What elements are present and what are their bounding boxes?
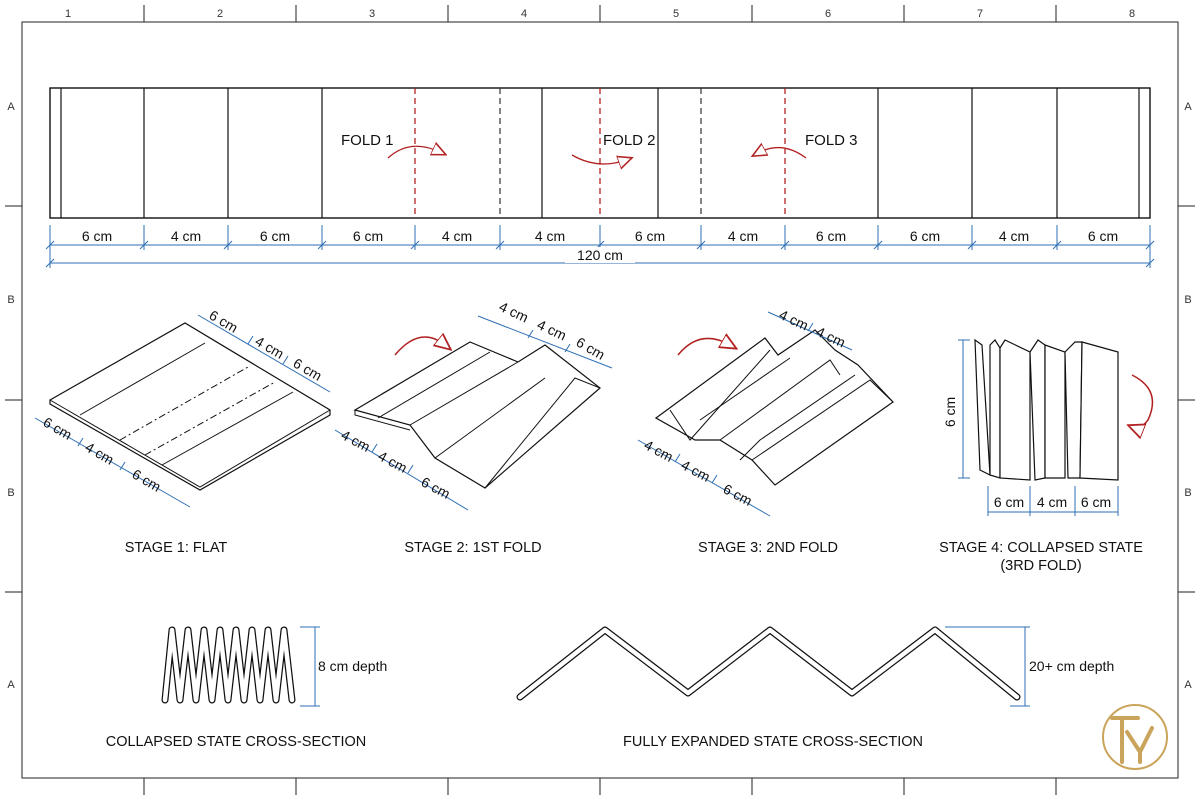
dimension-label: 6 cm <box>130 466 164 495</box>
dimension-label: 4 cm <box>83 439 117 468</box>
fold-label-1: FOLD 1 <box>341 132 394 149</box>
grid-row-label: A <box>7 679 15 691</box>
grid-row-label: B <box>1184 294 1191 306</box>
segment-dimension: 6 cm <box>353 228 383 244</box>
grid-row-label: A <box>7 101 15 113</box>
segment-dimension: 6 cm <box>1088 228 1118 244</box>
grid-row-label: B <box>7 487 14 499</box>
segment-dimension: 6 cm <box>635 228 665 244</box>
grid-col-label: 2 <box>217 8 223 20</box>
grid-row-label: B <box>7 294 14 306</box>
segment-dimension: 6 cm <box>260 228 290 244</box>
dimension-label: 4 cm <box>1037 494 1067 510</box>
strip-dimensions: 6 cm 4 cm 6 cm 6 cm 4 cm 4 cm 6 cm 4 cm … <box>45 225 1155 268</box>
stage-subtitle: (3RD FOLD) <box>1000 558 1081 574</box>
dimension-label: 6 cm <box>207 307 241 336</box>
curved-arrow-icon <box>677 338 730 356</box>
grid-row-label: A <box>1184 679 1192 691</box>
curved-arrow-icon <box>387 146 440 159</box>
segment-dimension: 6 cm <box>816 228 846 244</box>
segment-dimension: 4 cm <box>171 228 201 244</box>
dimension-label: 4 cm <box>253 333 287 362</box>
segment-dimension: 4 cm <box>442 228 472 244</box>
grid-col-label: 4 <box>521 8 527 20</box>
segment-dimension: 4 cm <box>535 228 565 244</box>
grid-col-label: 8 <box>1129 8 1135 20</box>
grid-col-label: 7 <box>977 8 983 20</box>
stage-3-second-fold: 4 cm 4 cm 4 cm 4 cm 6 cm STAGE 3: 2ND FO… <box>637 306 894 556</box>
dimension-label: 4 cm <box>642 437 676 465</box>
section-title: FULLY EXPANDED STATE CROSS-SECTION <box>623 734 923 750</box>
section-title: COLLAPSED STATE CROSS-SECTION <box>106 734 367 750</box>
depth-label: 20+ cm depth <box>1029 658 1114 674</box>
segment-dimension: 6 cm <box>82 228 112 244</box>
grid-col-label: 5 <box>673 8 679 20</box>
grid-col-label: 3 <box>369 8 375 20</box>
fold-label-3: FOLD 3 <box>805 132 858 149</box>
stage-title: STAGE 1: FLAT <box>125 540 228 556</box>
segment-dimension: 4 cm <box>728 228 758 244</box>
collapsed-cross-section: 8 cm depth COLLAPSED STATE CROSS-SECTION <box>106 626 387 750</box>
grid-col-label: 6 <box>825 8 831 20</box>
dimension-label: 6 cm <box>1081 494 1111 510</box>
dimension-label: 4 cm <box>535 316 569 343</box>
stage-2-first-fold: 4 cm 4 cm 6 cm 4 cm 4 cm 6 cm STAGE 2: 1… <box>334 298 613 556</box>
drawing-frame: 1 2 3 4 5 6 7 8 A B B A A B B A <box>5 5 1195 795</box>
curved-arrow-icon <box>571 154 626 164</box>
flat-strip: FOLD 1 FOLD 2 FOLD 3 <box>49 87 1151 219</box>
stage-title: STAGE 3: 2ND FOLD <box>698 540 838 556</box>
total-dimension: 120 cm <box>577 247 623 263</box>
grid-row-label: B <box>1184 487 1191 499</box>
curved-arrow-icon <box>1132 374 1154 428</box>
stage-1-flat: 6 cm 4 cm 6 cm 6 cm 4 cm 6 cm STAGE 1: F… <box>34 307 331 556</box>
dimension-label: 6 cm <box>574 334 608 363</box>
stage-title: STAGE 2: 1ST FOLD <box>404 540 541 556</box>
dimension-label: 6 cm <box>994 494 1024 510</box>
grid-row-label: A <box>1184 101 1192 113</box>
expanded-cross-section: 20+ cm depth FULLY EXPANDED STATE CROSS-… <box>516 626 1114 750</box>
curved-arrow-icon <box>758 148 807 159</box>
dimension-label: 4 cm <box>777 306 811 333</box>
logo-monogram-icon <box>1102 704 1168 770</box>
dimension-label: 4 cm <box>497 298 531 325</box>
stage-title: STAGE 4: COLLAPSED STATE <box>939 540 1143 556</box>
fold-label-2: FOLD 2 <box>603 132 656 149</box>
stage-4-collapsed: 6 cm 6 cm 4 cm 6 cm STAGE 4: COLLAPSED S… <box>939 338 1154 574</box>
dimension-label: 4 cm <box>339 427 373 455</box>
segment-dimension: 6 cm <box>910 228 940 244</box>
grid-col-label: 1 <box>65 8 71 20</box>
segment-dimension: 4 cm <box>999 228 1029 244</box>
depth-label: 8 cm depth <box>318 658 387 674</box>
dimension-label: 6 cm <box>942 397 958 427</box>
curved-arrow-icon <box>394 337 445 356</box>
